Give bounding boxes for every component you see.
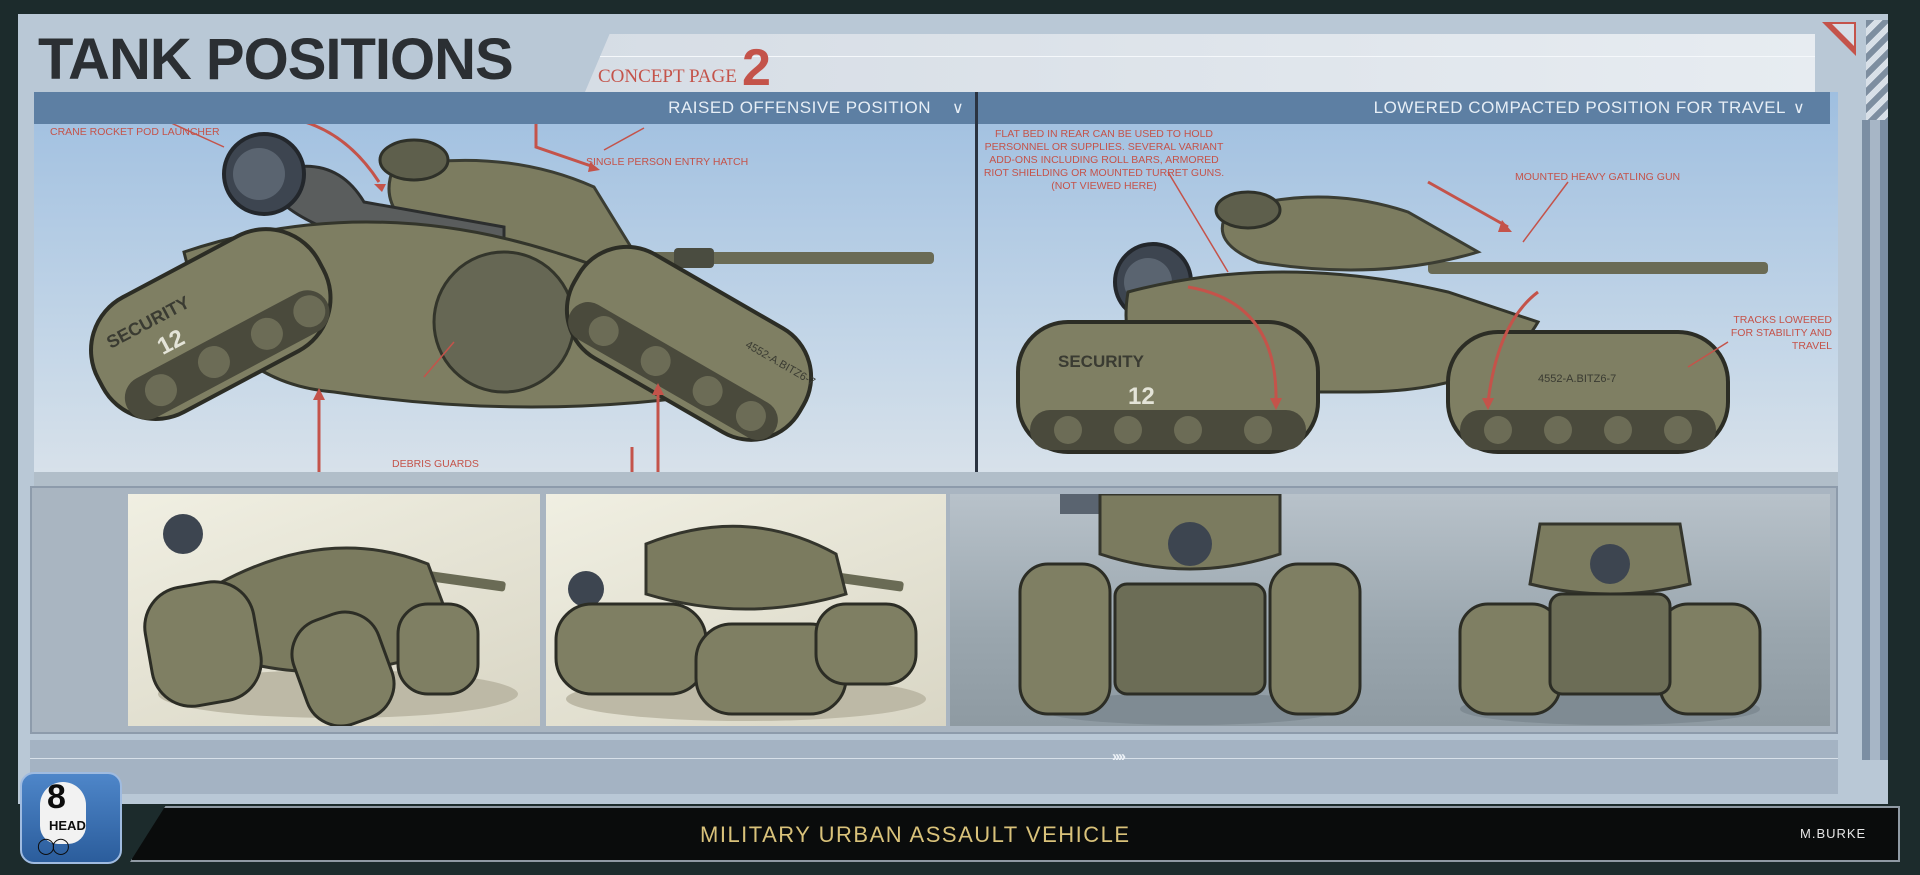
logo-number: 8 (47, 778, 66, 816)
chevron-down-icon: ∨ (952, 100, 964, 117)
view-lowered-perspective (546, 494, 946, 726)
side-rail-inner (1870, 120, 1880, 760)
lowered-position-panel: SECURITY 12 4552-A.BITZ6-7 (978, 92, 1838, 484)
logo-text: HEAD (49, 818, 86, 833)
corner-triangle-inner (1832, 24, 1854, 46)
raised-tank-illustration: SECURITY 12 4552-A.BITZ6-7 (89, 102, 934, 477)
annotation-flat-bed: FLAT BED IN REAR CAN BE USED TO HOLD PER… (983, 128, 1225, 192)
raised-position-heading: RAISED OFFENSIVE POSITION (34, 92, 975, 124)
footer-bar (130, 806, 1900, 862)
annotation-entry-hatch: SINGLE PERSON ENTRY HATCH (586, 156, 749, 168)
view-front-comparison (950, 492, 1830, 726)
lowered-tank-illustration: SECURITY 12 4552-A.BITZ6-7 (1016, 171, 1768, 454)
glasses-icon: ◯◯ (37, 838, 70, 855)
chevron-down-icon: ∨ (1793, 100, 1805, 117)
view-raised-perspective (128, 494, 540, 728)
footer-author: M.BURKE (1800, 826, 1867, 841)
annotation-tracks-lowered: TRACKS LOWERED FOR STABILITY AND TRAVEL (1730, 314, 1832, 352)
logo-face (40, 782, 86, 844)
annotation-crane-launcher: CRANE ROCKET POD LAUNCHER (50, 126, 220, 138)
hatch-pattern-icon (1866, 20, 1888, 120)
concept-page-label: CONCEPT PAGE (598, 66, 737, 87)
arrow-right-icon: ›››› (1112, 748, 1126, 765)
annotation-gatling-gun: MOUNTED HEAVY GATLING GUN (1515, 171, 1681, 183)
concept-page-number: 2 (742, 39, 771, 97)
footer-title: MILITARY URBAN ASSAULT VEHICLE (700, 822, 1131, 847)
concept-header-bar (585, 34, 1815, 92)
security-marking-lowered: SECURITY (1058, 352, 1145, 371)
lowered-position-heading: LOWERED COMPACTED POSITION FOR TRAVEL (978, 92, 1830, 124)
unit-number-marking-lowered: 12 (1128, 383, 1155, 410)
panel-divider (975, 92, 978, 484)
lower-rail (30, 740, 1838, 794)
ground-line (34, 472, 1838, 486)
raised-position-panel: SECURITY 12 4552-A.BITZ6-7 (34, 92, 975, 484)
annotation-debris-guards: DEBRIS GUARDS (392, 458, 479, 470)
serial-marking-lowered: 4552-A.BITZ6-7 (1538, 373, 1616, 385)
page-title: TANK POSITIONS (38, 27, 514, 92)
